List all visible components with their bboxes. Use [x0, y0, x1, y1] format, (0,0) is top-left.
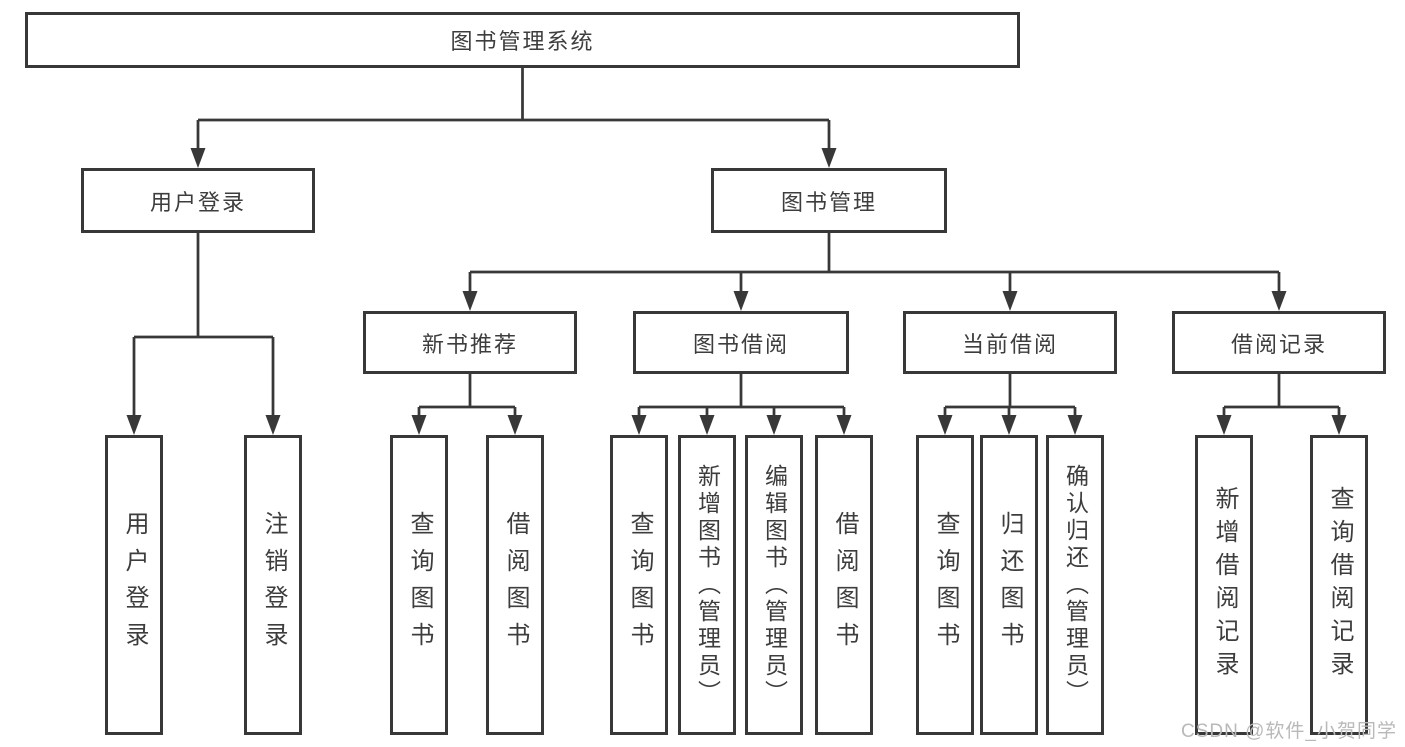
node-label: 新增借阅记录 [1211, 486, 1238, 684]
node-label: 归还图书 [996, 511, 1023, 659]
node-book-management: 图书管理 [711, 168, 947, 233]
watermark: CSDN @软件_小贺同学 [1181, 721, 1397, 742]
leaf-user-login: 用户登录 [105, 435, 163, 735]
node-label: 用户登录 [149, 189, 246, 215]
leaf-bb-add-books-admin: 新增图书（管理员） [678, 435, 736, 735]
node-root: 图书管理系统 [25, 12, 1020, 68]
node-label: 查询图书 [406, 511, 433, 659]
leaf-cb-return-books: 归还图书 [980, 435, 1038, 735]
node-label: 编辑图书（管理员） [761, 463, 788, 707]
node-user-login: 用户登录 [81, 168, 315, 233]
node-label: 借阅图书 [502, 511, 529, 659]
node-label: 查询借阅记录 [1326, 486, 1353, 684]
node-current-borrowing: 当前借阅 [903, 311, 1117, 374]
node-label: 新增图书（管理员） [694, 463, 721, 707]
leaf-bb-edit-books-admin: 编辑图书（管理员） [745, 435, 803, 735]
leaf-nbr-query-books: 查询图书 [390, 435, 448, 735]
node-label: 确认归还（管理员） [1062, 463, 1089, 707]
leaf-bb-query-books: 查询图书 [610, 435, 668, 735]
node-label: 借阅图书 [831, 511, 858, 659]
node-label: 查询图书 [932, 511, 959, 659]
node-borrowing-records: 借阅记录 [1172, 311, 1386, 374]
leaf-cb-query-books: 查询图书 [916, 435, 974, 735]
node-label: 图书管理 [780, 189, 877, 215]
node-label: 用户登录 [121, 511, 148, 659]
node-label: 借阅记录 [1230, 331, 1327, 357]
node-label: 当前借阅 [961, 331, 1058, 357]
leaf-cb-confirm-return-admin: 确认归还（管理员） [1046, 435, 1104, 735]
node-book-borrowing: 图书借阅 [633, 311, 849, 374]
node-label: 查询图书 [626, 511, 653, 659]
leaf-br-query-record: 查询借阅记录 [1310, 435, 1368, 735]
leaf-br-add-record: 新增借阅记录 [1195, 435, 1253, 735]
node-label: 新书推荐 [421, 331, 518, 357]
leaf-logout: 注销登录 [244, 435, 302, 735]
leaf-bb-borrow-books: 借阅图书 [815, 435, 873, 735]
node-label: 注销登录 [260, 511, 287, 659]
node-label: 图书借阅 [692, 331, 789, 357]
node-label: 图书管理系统 [450, 29, 595, 54]
leaf-nbr-borrow-books: 借阅图书 [486, 435, 544, 735]
node-new-book-recommend: 新书推荐 [363, 311, 577, 374]
